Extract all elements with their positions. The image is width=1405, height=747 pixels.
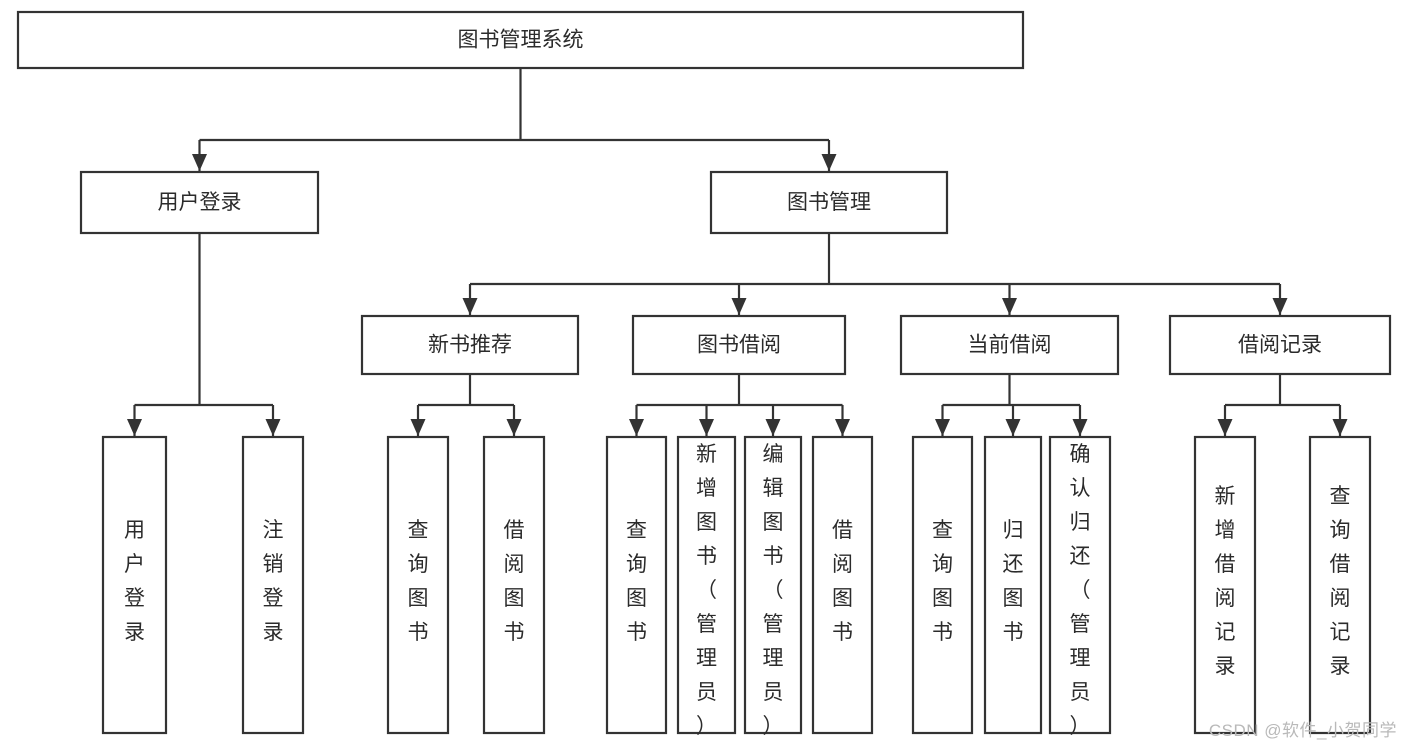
node-label-user-login: 用户登录 <box>158 191 242 214</box>
arrow-head-icon <box>935 419 950 436</box>
arrow-head-icon <box>506 419 522 436</box>
node-leaf-query-book-3[interactable]: 查询图书 <box>911 435 974 735</box>
arrow-head-icon <box>835 419 850 436</box>
node-leaf-user-login[interactable]: 用户登录 <box>101 435 168 735</box>
node-label-new-book-recommend: 新书推荐 <box>428 334 512 357</box>
node-box-leaf-borrow-book-1[interactable] <box>482 435 546 735</box>
node-leaf-borrow-book-1[interactable]: 借阅图书 <box>482 435 546 735</box>
node-label-leaf-query-book-2: 查询图书 <box>626 519 647 644</box>
node-label-leaf-query-book-1: 查询图书 <box>408 519 429 644</box>
arrow-head-icon <box>462 298 478 315</box>
node-box-new-book-recommend[interactable] <box>360 314 580 376</box>
node-label-leaf-query-book-3: 查询图书 <box>932 519 953 644</box>
node-leaf-logout-login[interactable]: 注销登录 <box>241 435 305 735</box>
node-label-leaf-borrow-book-1: 借阅图书 <box>504 519 525 644</box>
node-box-leaf-borrow-book-2[interactable] <box>811 435 874 735</box>
arrow-head-icon <box>410 419 426 436</box>
node-leaf-confirm-return-admin[interactable]: 确认归还（管理员） <box>1048 435 1112 738</box>
node-box-book-manage[interactable] <box>709 170 949 235</box>
node-box-leaf-user-login[interactable] <box>101 435 168 735</box>
arrow-head-icon <box>1072 419 1088 436</box>
node-borrow-record[interactable]: 借阅记录 <box>1168 314 1392 376</box>
node-box-leaf-query-book-1[interactable] <box>386 435 450 735</box>
arrow-head-icon <box>699 419 714 436</box>
node-label-leaf-add-book-admin: 新增图书（管理员） <box>696 443 717 738</box>
arrow-head-icon <box>821 154 837 171</box>
node-label-borrow-record: 借阅记录 <box>1238 334 1322 357</box>
arrow-head-icon <box>731 298 747 315</box>
node-new-book-recommend[interactable]: 新书推荐 <box>360 314 580 376</box>
node-box-leaf-add-book-admin[interactable] <box>676 435 737 735</box>
arrow-head-icon <box>1217 419 1233 436</box>
node-box-leaf-add-borrow-record[interactable] <box>1193 435 1257 735</box>
node-box-book-borrow[interactable] <box>631 314 847 376</box>
node-leaf-query-book-1[interactable]: 查询图书 <box>386 435 450 735</box>
node-box-leaf-query-borrow-record[interactable] <box>1308 435 1372 735</box>
node-box-root[interactable] <box>16 10 1025 70</box>
node-leaf-add-book-admin[interactable]: 新增图书（管理员） <box>676 435 737 738</box>
node-leaf-borrow-book-2[interactable]: 借阅图书 <box>811 435 874 735</box>
node-box-current-borrow[interactable] <box>899 314 1120 376</box>
node-leaf-edit-book-admin[interactable]: 编辑图书（管理员） <box>743 435 803 738</box>
connector-layer <box>127 68 1348 436</box>
node-label-leaf-borrow-book-2: 借阅图书 <box>832 519 853 644</box>
arrow-head-icon <box>1002 298 1017 315</box>
node-box-leaf-return-book[interactable] <box>983 435 1043 735</box>
node-box-leaf-logout-login[interactable] <box>241 435 305 735</box>
arrow-head-icon <box>1272 298 1288 315</box>
arrow-head-icon <box>629 419 644 436</box>
node-label-leaf-user-login: 用户登录 <box>124 519 145 644</box>
node-leaf-query-borrow-record[interactable]: 查询借阅记录 <box>1308 435 1372 735</box>
node-box-leaf-confirm-return-admin[interactable] <box>1048 435 1112 735</box>
node-label-current-borrow: 当前借阅 <box>968 334 1052 357</box>
node-user-login[interactable]: 用户登录 <box>79 170 320 235</box>
node-box-user-login[interactable] <box>79 170 320 235</box>
node-label-leaf-query-borrow-record: 查询借阅记录 <box>1330 485 1351 678</box>
arrow-head-icon <box>1332 419 1348 436</box>
node-box-borrow-record[interactable] <box>1168 314 1392 376</box>
arrow-head-icon <box>1005 419 1021 436</box>
node-book-manage[interactable]: 图书管理 <box>709 170 949 235</box>
node-label-leaf-confirm-return-admin: 确认归还（管理员） <box>1070 443 1091 738</box>
node-label-root: 图书管理系统 <box>458 29 584 52</box>
node-label-leaf-edit-book-admin: 编辑图书（管理员） <box>763 443 784 738</box>
node-label-leaf-add-borrow-record: 新增借阅记录 <box>1215 485 1236 678</box>
node-label-leaf-logout-login: 注销登录 <box>263 519 284 644</box>
arrow-head-icon <box>765 419 781 436</box>
node-box-leaf-edit-book-admin[interactable] <box>743 435 803 735</box>
node-current-borrow[interactable]: 当前借阅 <box>899 314 1120 376</box>
node-leaf-add-borrow-record[interactable]: 新增借阅记录 <box>1193 435 1257 735</box>
node-book-borrow[interactable]: 图书借阅 <box>631 314 847 376</box>
arrow-head-icon <box>265 419 281 436</box>
node-root[interactable]: 图书管理系统 <box>16 10 1025 70</box>
node-label-leaf-return-book: 归还图书 <box>1003 519 1024 644</box>
arrow-head-icon <box>127 419 142 436</box>
node-layer: 图书管理系统用户登录图书管理新书推荐图书借阅当前借阅借阅记录用户登录注销登录查询… <box>16 10 1392 738</box>
node-label-book-borrow: 图书借阅 <box>697 334 781 357</box>
node-label-book-manage: 图书管理 <box>787 191 871 214</box>
node-leaf-return-book[interactable]: 归还图书 <box>983 435 1043 735</box>
node-box-leaf-query-book-3[interactable] <box>911 435 974 735</box>
arrow-head-icon <box>192 154 207 171</box>
node-leaf-query-book-2[interactable]: 查询图书 <box>605 435 668 735</box>
node-box-leaf-query-book-2[interactable] <box>605 435 668 735</box>
